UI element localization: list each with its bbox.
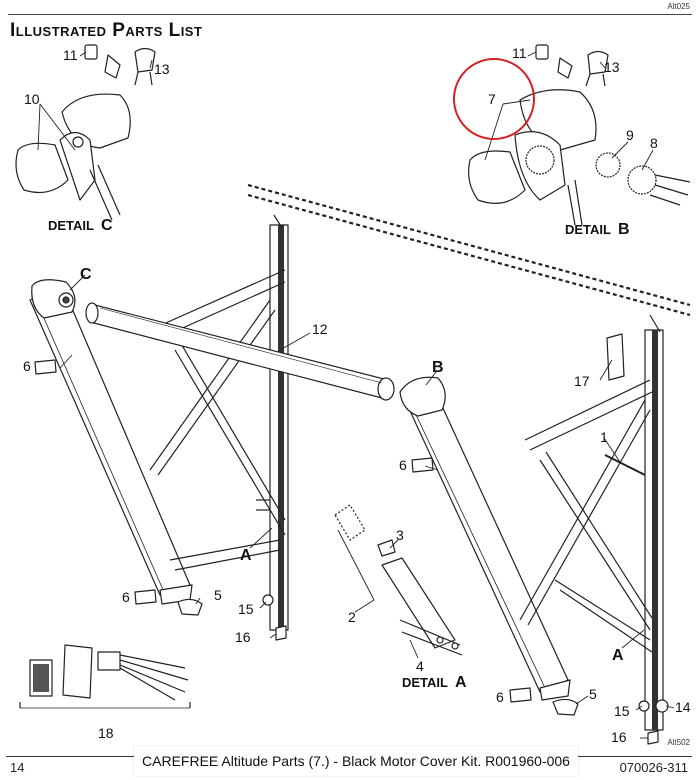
page-number: 14: [10, 760, 25, 775]
callout-3: 3: [396, 527, 404, 543]
callout-7: 7: [488, 91, 496, 107]
detail-a-assembly: [334, 504, 463, 656]
callout-6d: 6: [496, 689, 504, 705]
roller-tube: [85, 302, 395, 401]
callout-13b: 13: [604, 59, 620, 75]
left-arm-assembly: [29, 214, 289, 631]
right-arm-assembly: [399, 314, 664, 731]
part-18-switch-kit: [19, 644, 191, 709]
detail-b-letter: B: [618, 221, 630, 238]
image-caption: CAREFREE Altitude Parts (7.) - Black Mot…: [134, 746, 578, 776]
document-number: 070026-311: [619, 760, 688, 775]
callout-11b: 11: [512, 45, 527, 61]
page-title: Illustrated Parts List: [10, 20, 203, 41]
detail-c-letter: C: [101, 217, 113, 234]
callout-18: 18: [98, 725, 114, 741]
label-a-left: A: [240, 547, 252, 564]
callout-5a: 5: [214, 587, 222, 603]
small-hardware: [34, 359, 669, 745]
callout-4: 4: [416, 658, 424, 674]
header-rule: [8, 14, 692, 15]
detail-b-motor-head: [468, 44, 691, 226]
detail-a-word: DETAIL: [402, 675, 448, 690]
callout-6c: 6: [122, 589, 130, 605]
detail-c-word: DETAIL: [48, 218, 94, 233]
detail-a-letter: A: [455, 674, 467, 691]
callout-9: 9: [626, 127, 634, 143]
label-b: B: [432, 359, 444, 376]
highlight-circle: [453, 58, 535, 140]
leader-lines: [37, 51, 675, 739]
label-a-right: A: [612, 647, 624, 664]
doc-code-top: Alt025: [667, 2, 690, 11]
callout-16b: 16: [611, 729, 627, 745]
callout-8: 8: [650, 135, 658, 151]
label-c: C: [80, 266, 92, 283]
detail-c-motor-head: [15, 44, 156, 221]
callout-10: 10: [24, 91, 40, 107]
callout-15a: 15: [238, 601, 254, 617]
callout-1: 1: [600, 429, 608, 445]
callout-13a: 13: [154, 61, 170, 77]
callout-5b: 5: [589, 686, 597, 702]
part-17-plate: [606, 333, 625, 381]
callout-12: 12: [312, 321, 328, 337]
detail-b-word: DETAIL: [565, 222, 611, 237]
roof-rail: [247, 183, 691, 317]
doc-code-bottom: Alt502: [667, 738, 690, 747]
callout-15b: 15: [614, 703, 630, 719]
callout-labels: 1 2 3 4 5 5 6 6 6 6 7 8 9 10 11 11 12 13…: [23, 45, 691, 745]
callout-14: 14: [675, 699, 691, 715]
callout-11a: 11: [63, 47, 78, 63]
callout-16a: 16: [235, 629, 251, 645]
callout-2: 2: [348, 609, 356, 625]
callout-6b: 6: [399, 457, 407, 473]
callout-6a: 6: [23, 358, 31, 374]
callout-17: 17: [574, 373, 590, 389]
